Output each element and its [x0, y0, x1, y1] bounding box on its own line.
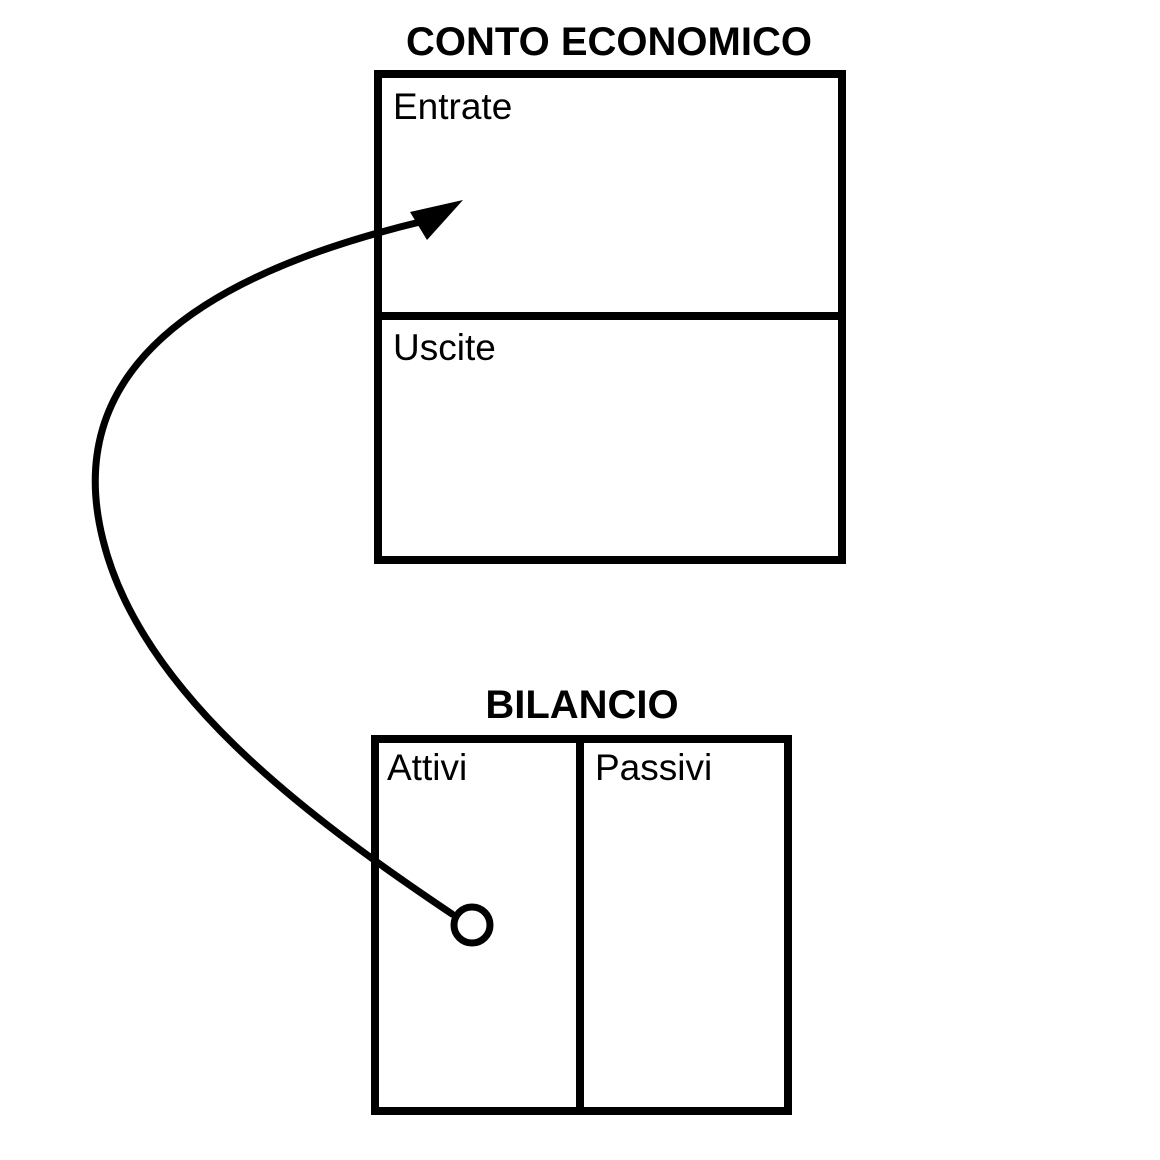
expenses-section-label: Uscite: [393, 327, 496, 368]
arrowhead-icon: [410, 200, 463, 240]
liabilities-section-label: Passivi: [595, 747, 712, 788]
flow-origin-circle: [450, 903, 494, 947]
balance-sheet: BILANCIO Attivi Passivi: [371, 683, 792, 1115]
income-section-label: Entrate: [393, 86, 512, 127]
income-statement-title: CONTO ECONOMICO: [406, 20, 812, 64]
income-statement: CONTO ECONOMICO Entrate Uscite: [374, 20, 846, 564]
flow-arrow: [91, 200, 494, 947]
balance-sheet-title: BILANCIO: [485, 683, 678, 727]
assets-section-label: Attivi: [387, 747, 467, 788]
flow-curve: [91, 218, 456, 918]
